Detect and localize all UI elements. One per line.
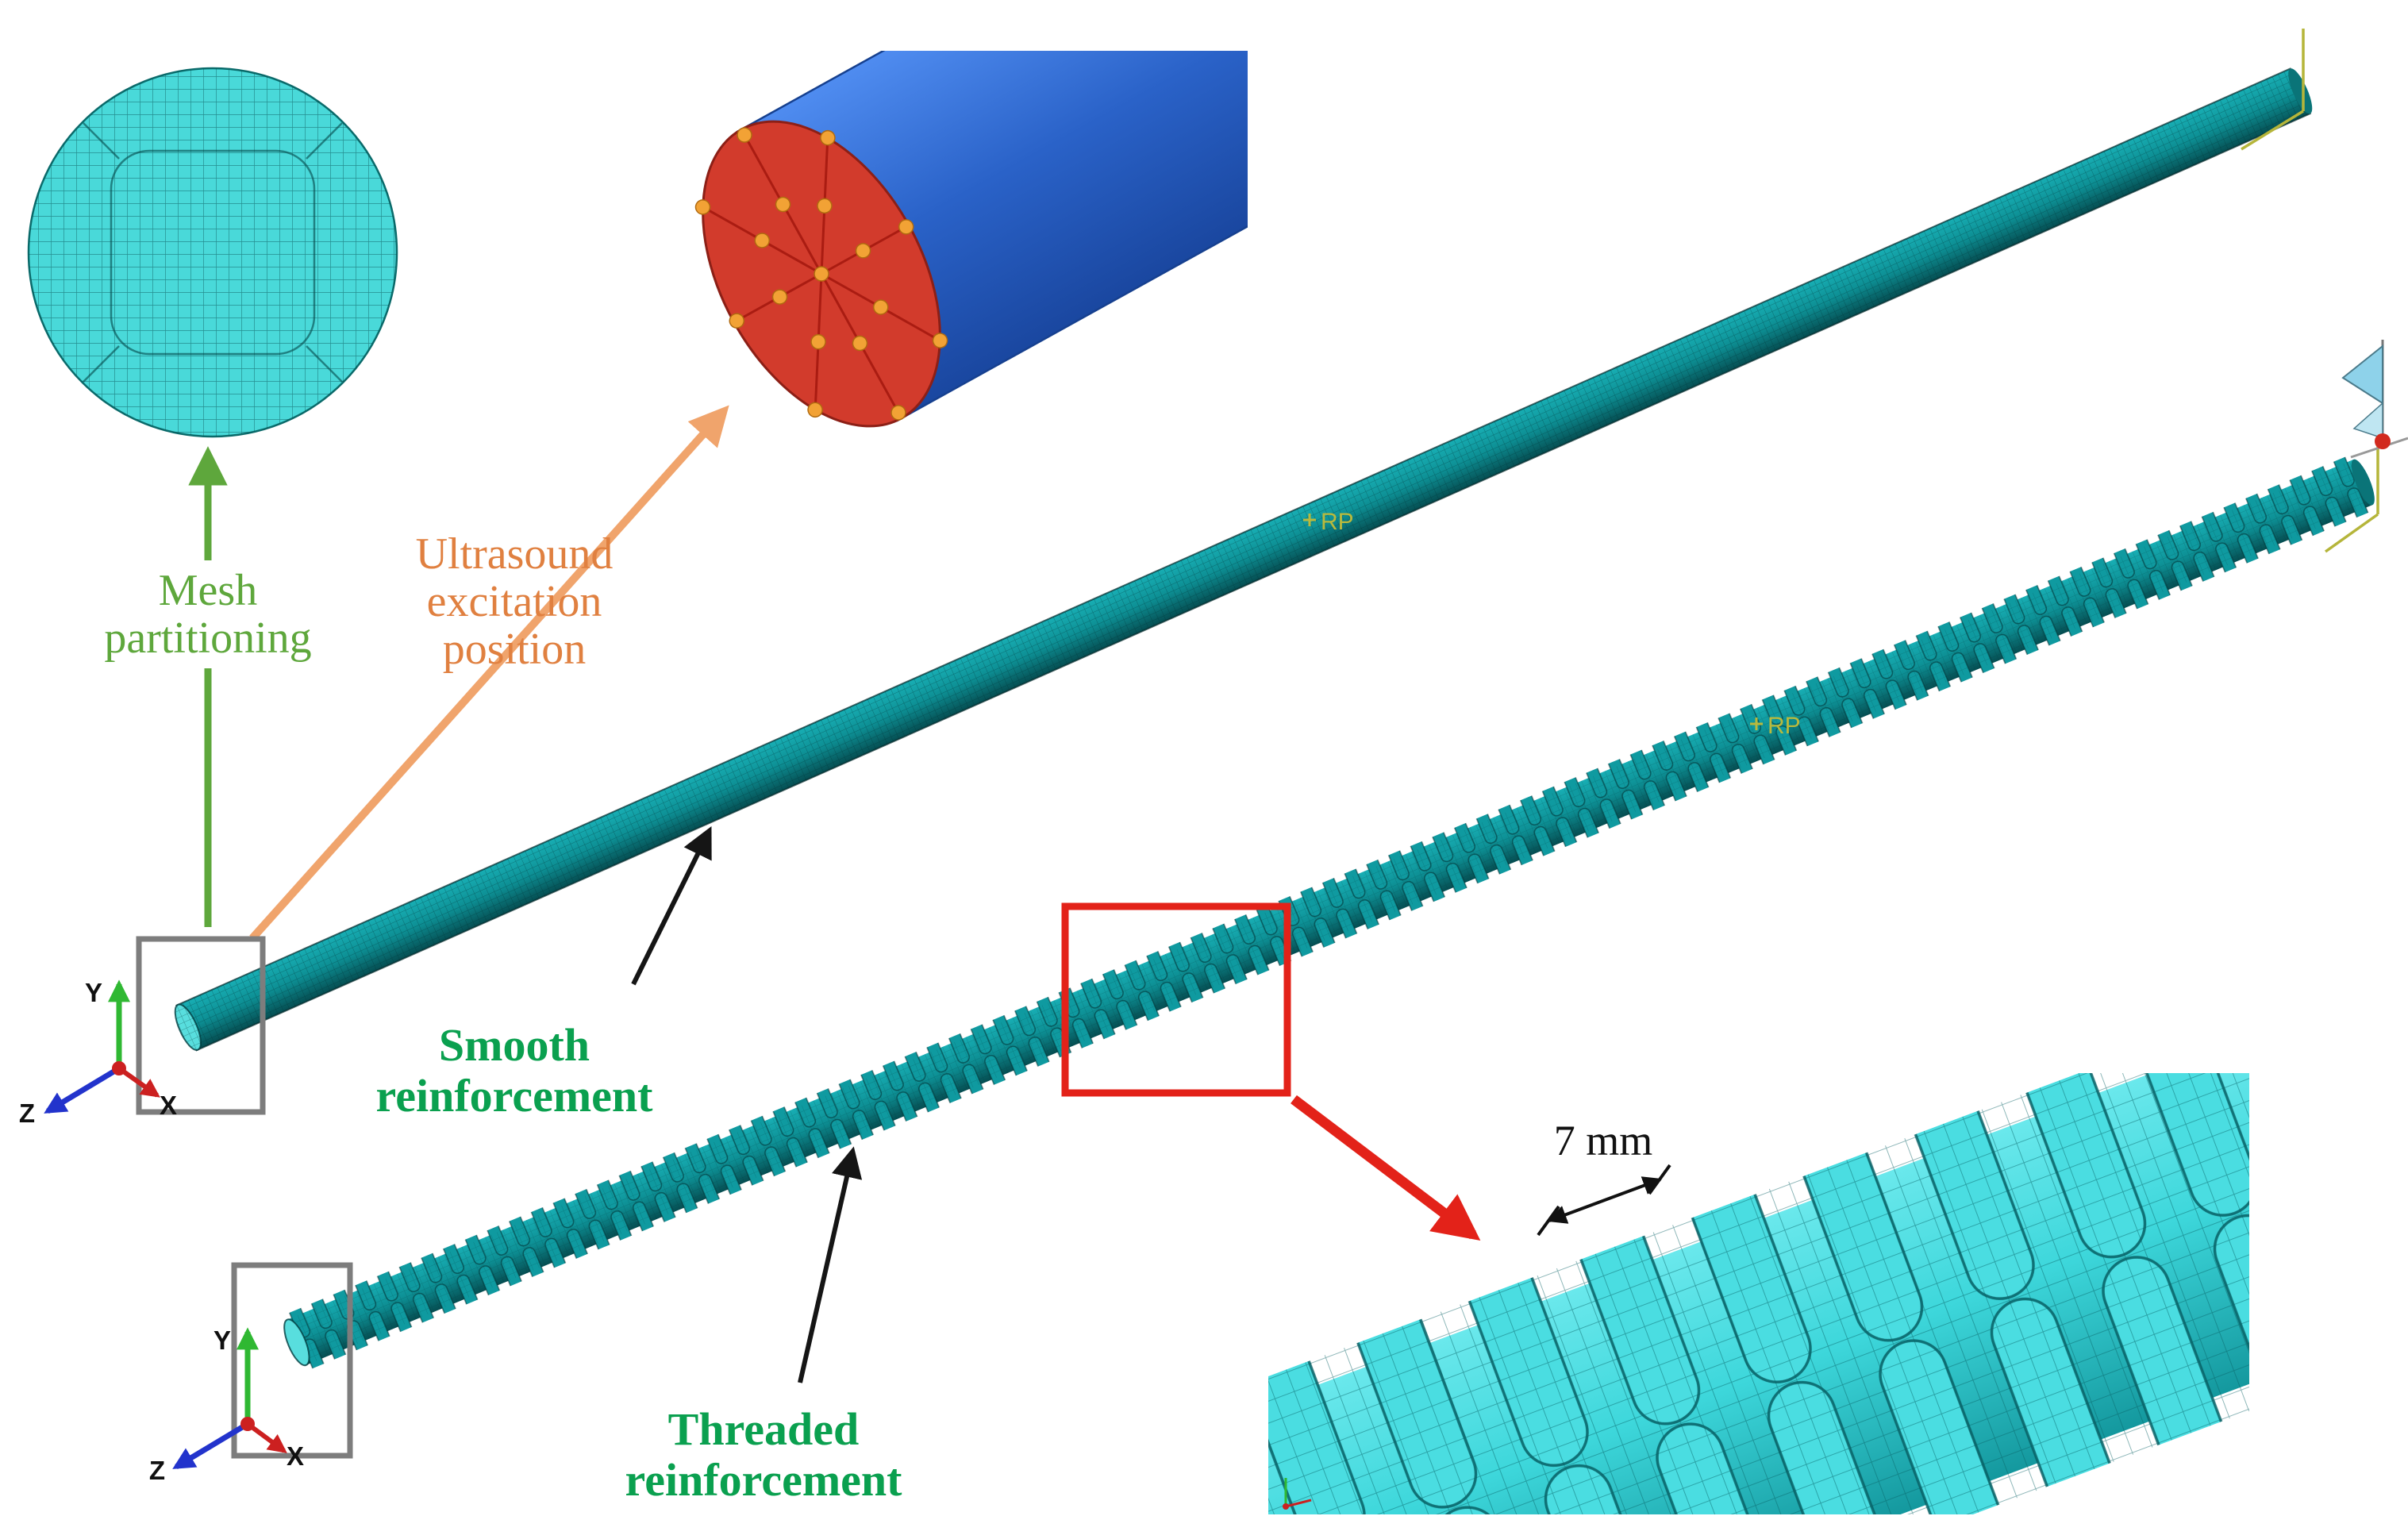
threaded-bar bbox=[283, 454, 2375, 1372]
mesh-partitioning-annotation: Mesh partitioning bbox=[104, 446, 312, 927]
smooth-bar-end-box bbox=[136, 936, 266, 1115]
dimension-line bbox=[1547, 1176, 1663, 1224]
mesh-cross-section bbox=[27, 67, 398, 438]
excitation-cylinder bbox=[694, 51, 1248, 428]
threaded-bar-mesh bbox=[286, 459, 2373, 1366]
smooth-pointer-arrow bbox=[631, 826, 712, 986]
rp-label: RP bbox=[1768, 713, 1801, 739]
svg-text:Smooth: Smooth bbox=[439, 1019, 590, 1071]
thread-detail-panel bbox=[1268, 1073, 2249, 1514]
svg-text:Mesh: Mesh bbox=[159, 566, 257, 615]
x-axis-label: X bbox=[160, 1091, 177, 1120]
rp-marker-threaded: RP bbox=[1750, 713, 1801, 739]
triad-origin-dot bbox=[112, 1061, 126, 1075]
smooth-label: Smooth reinforcement bbox=[376, 1019, 654, 1122]
detail-arrow bbox=[1291, 1095, 1481, 1241]
svg-text:Threaded: Threaded bbox=[668, 1403, 860, 1455]
smooth-annotation: Smooth reinforcement bbox=[376, 826, 712, 1122]
x-axis-label: X bbox=[287, 1441, 304, 1471]
svg-text:reinforcement: reinforcement bbox=[625, 1454, 903, 1506]
detail-highlight-rect bbox=[1061, 902, 1291, 1097]
svg-text:partitioning: partitioning bbox=[104, 614, 311, 663]
svg-text:position: position bbox=[443, 625, 586, 674]
smooth-bar bbox=[174, 67, 2313, 1052]
dimension-tick-left bbox=[1537, 1205, 1560, 1237]
z-axis-label: Z bbox=[149, 1456, 165, 1485]
z-axis-label: Z bbox=[19, 1099, 35, 1128]
y-axis-label: Y bbox=[85, 978, 102, 1007]
threaded-annotation: Threaded reinforcement bbox=[625, 1146, 903, 1506]
threaded-label: Threaded reinforcement bbox=[625, 1403, 903, 1506]
z-axis-arrow bbox=[172, 1421, 249, 1470]
threaded-pointer-arrow bbox=[798, 1146, 863, 1383]
threaded-bar-end-box bbox=[231, 1262, 353, 1459]
svg-text:excitation: excitation bbox=[427, 577, 602, 626]
ultrasound-label: Ultrasound excitation position bbox=[416, 529, 614, 674]
rp-cross-icon bbox=[1303, 514, 1316, 526]
model-axes-threaded-end-icon bbox=[2324, 444, 2379, 553]
rp-cross-icon bbox=[1750, 718, 1763, 730]
threaded-bar-end-face bbox=[283, 1318, 310, 1367]
dimension-label: 7 mm bbox=[1554, 1117, 1653, 1164]
model-axes-smooth-end-icon bbox=[2241, 29, 2305, 151]
zoom-triad-icon bbox=[1283, 1478, 1312, 1510]
triad-origin-dot bbox=[240, 1417, 255, 1431]
rp-marker-smooth: RP bbox=[1303, 509, 1354, 535]
smooth-bar-far-end bbox=[2288, 68, 2313, 114]
threaded-bar-far-end bbox=[2351, 459, 2375, 506]
rp-label: RP bbox=[1321, 509, 1354, 535]
x-axis-arrow bbox=[246, 1422, 287, 1453]
cross-section-partitions bbox=[83, 122, 343, 383]
threaded-bar-triad: Y Z X bbox=[149, 1326, 304, 1485]
smooth-bar-triad: Y Z X bbox=[19, 978, 177, 1128]
x-axis-arrow bbox=[117, 1066, 160, 1098]
ultrasound-arrow bbox=[249, 405, 729, 941]
smooth-bar-mesh bbox=[176, 68, 2310, 1051]
cross-section-mesh bbox=[29, 68, 397, 437]
svg-text:reinforcement: reinforcement bbox=[376, 1070, 654, 1122]
mesh-partitioning-label: Mesh partitioning bbox=[104, 566, 311, 663]
view-compass-icon bbox=[2341, 340, 2408, 459]
excitation-points bbox=[694, 127, 948, 421]
ultrasound-annotation: Ultrasound excitation position bbox=[249, 405, 729, 941]
svg-text:Ultrasound: Ultrasound bbox=[416, 529, 614, 579]
y-axis-label: Y bbox=[213, 1326, 231, 1355]
dimension-tick-right bbox=[1648, 1164, 1671, 1195]
z-axis-arrow bbox=[44, 1065, 121, 1114]
dimension-annotation: 7 mm bbox=[1537, 1117, 1671, 1237]
smooth-bar-end-face-mesh bbox=[175, 1004, 201, 1050]
zoom-bar-mesh bbox=[1268, 1073, 2249, 1514]
